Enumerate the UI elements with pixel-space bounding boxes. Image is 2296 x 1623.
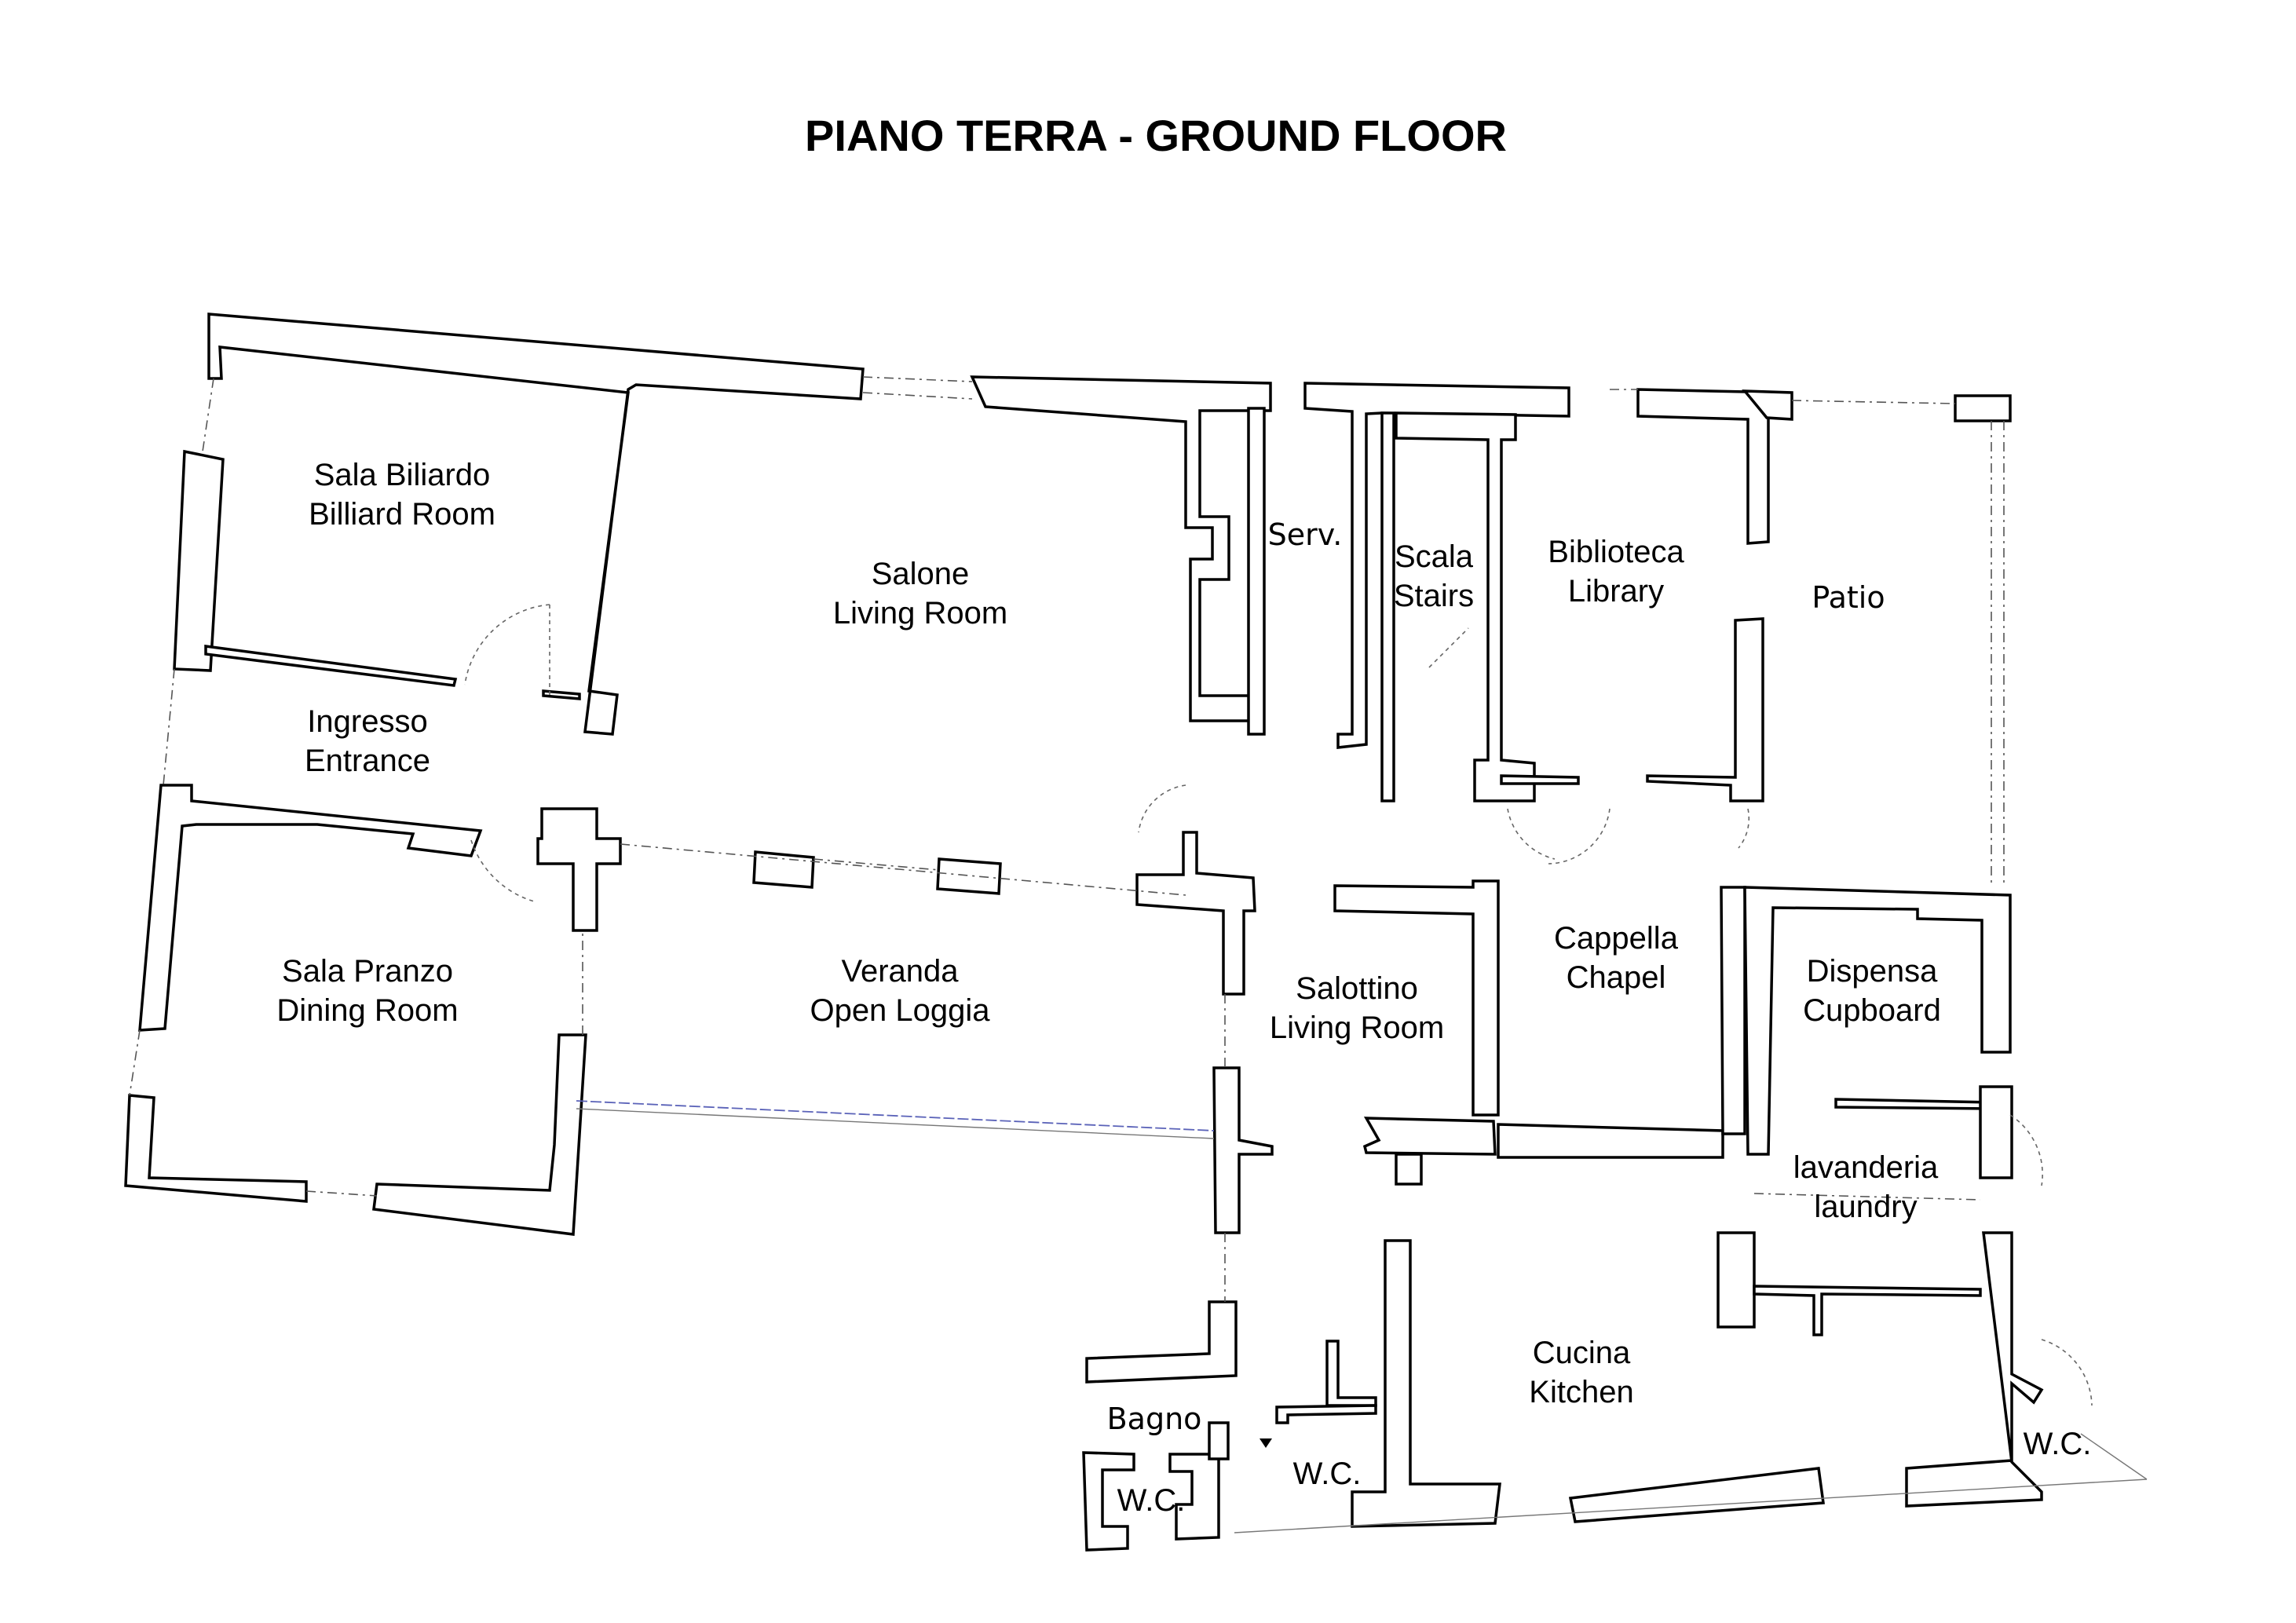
dining-room-walls [124,784,622,1236]
label-dining-en: Dining Room [276,993,458,1028]
arrow-marker-icon [1260,1438,1272,1448]
label-salone-it: Salone [872,557,970,591]
label-library-en: Library [1568,574,1664,609]
room-labels: Sala Biliardo Billiard Room Salone Livin… [276,458,2091,1518]
plan-title: PIANO TERRA - GROUND FLOOR [805,111,1507,160]
label-kitchen-en: Kitchen [1529,1375,1633,1409]
salottino-walls [1135,831,1500,1234]
label-stairs-it: Scala [1395,539,1474,574]
label-bagno: Bagno [1107,1402,1202,1436]
label-patio: Patio [1812,580,1885,615]
label-chapel-en: Chapel [1567,960,1666,995]
label-salone-en: Living Room [833,596,1007,631]
label-laundry-it: lavanderia [1793,1150,1939,1185]
label-entrance-en: Entrance [305,744,430,778]
label-dining-it: Sala Pranzo [282,954,453,989]
south-glazing [1234,1433,2148,1533]
serv-walls [1303,382,1570,749]
door-swings [464,604,2093,1406]
label-veranda-it: Veranda [841,954,959,989]
label-serv: Serv. [1268,517,1343,552]
library-walls [1500,388,1793,802]
bathroom-walls [1082,1300,1238,1552]
label-salottino-it: Salottino [1296,971,1418,1006]
salone-walls [970,375,1272,736]
stairs-walls [1380,411,1536,802]
veranda-glazing [576,1100,1215,1139]
kitchen-walls [1275,1231,2044,1528]
label-billiard-en: Billiard Room [309,497,495,532]
patio-walls [1954,394,2012,422]
label-wc-right: W.C. [2024,1427,2092,1461]
label-library-it: Biblioteca [1548,535,1684,569]
chapel-walls [1497,886,1746,1159]
label-entrance-it: Ingresso [307,704,427,739]
billiard-room-walls [173,313,865,736]
cupboard-walls [1743,886,2013,1179]
label-chapel-it: Cappella [1554,921,1679,956]
label-cupboard-en: Cupboard [1803,993,1941,1028]
label-veranda-en: Open Loggia [810,993,990,1028]
label-stairs-en: Stairs [1394,579,1474,613]
label-billiard-it: Sala Biliardo [314,458,491,492]
label-kitchen-it: Cucina [1533,1336,1631,1370]
label-wc-mid: W.C. [1293,1457,1362,1491]
label-laundry-en: laundry [1814,1190,1917,1224]
label-salottino-en: Living Room [1270,1011,1444,1045]
veranda-piers [752,850,1002,895]
label-wc-left: W.C. [1117,1483,1186,1518]
glazed-openings [129,376,2005,1302]
label-cupboard-it: Dispensa [1807,954,1939,989]
